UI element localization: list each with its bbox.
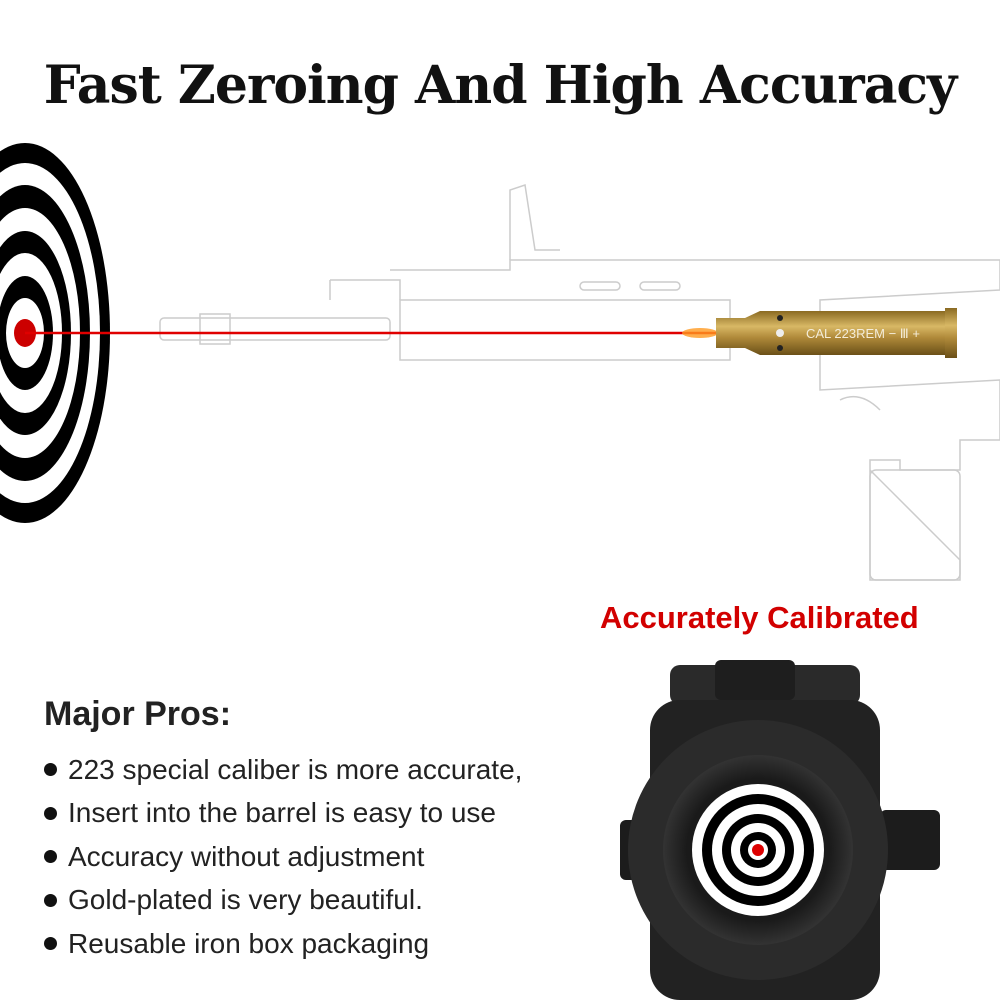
bullet-icon (44, 763, 57, 777)
list-item-text: Gold-plated is very beautiful. (68, 884, 423, 916)
list-item: 223 special caliber is more accurate, (44, 748, 522, 792)
bullet-icon (44, 893, 57, 907)
list-item-text: Insert into the barrel is easy to use (68, 797, 496, 829)
pros-list: 223 special caliber is more accurate, In… (44, 748, 522, 966)
list-item-text: 223 special caliber is more accurate, (68, 753, 523, 785)
page-title: Fast Zeroing And High Accuracy (43, 55, 958, 116)
list-item: Accuracy without adjustment (44, 835, 522, 879)
rifle-outline (159, 184, 1000, 581)
pros-heading: Major Pros: (44, 695, 232, 733)
calibration-label: Accurately Calibrated (600, 600, 919, 635)
list-item-text: Reusable iron box packaging (68, 927, 430, 959)
list-item: Reusable iron box packaging (44, 922, 522, 966)
bullet-icon (44, 850, 57, 864)
list-item: Insert into the barrel is easy to use (44, 792, 522, 836)
list-item-text: Accuracy without adjustment (68, 840, 425, 872)
red-dot-scope (620, 660, 940, 1000)
bullet-icon (44, 937, 57, 951)
bullet-icon (44, 806, 57, 820)
laser-bore-sight-cartridge: CAL 223REM − Ⅲ + (716, 308, 957, 358)
cartridge-marking: CAL 223REM − Ⅲ + (806, 326, 920, 341)
list-item: Gold-plated is very beautiful. (44, 879, 522, 923)
